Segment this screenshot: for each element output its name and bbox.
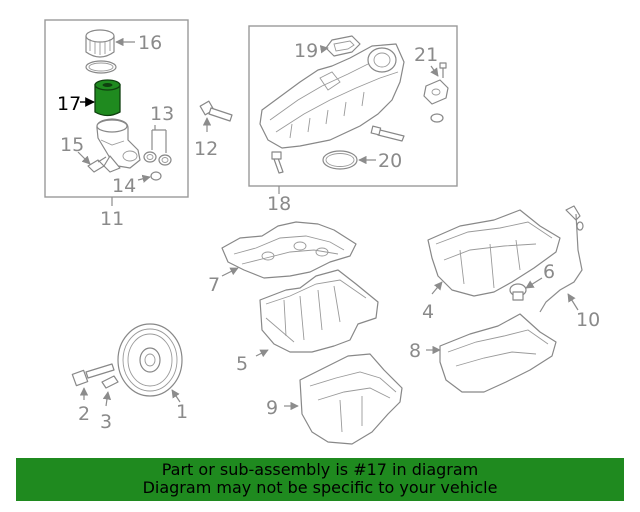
callout-1: 1 xyxy=(176,401,188,423)
part-1-crank-pulley[interactable] xyxy=(117,323,183,397)
callout-21: 21 xyxy=(414,44,438,66)
callout-15: 15 xyxy=(60,134,84,156)
callout-12: 12 xyxy=(194,138,218,160)
banner-line-2: Diagram may not be specific to your vehi… xyxy=(142,478,498,497)
callout-18: 18 xyxy=(267,193,291,215)
callout-19: 19 xyxy=(294,40,318,62)
part-3-key[interactable] xyxy=(101,375,119,389)
callout-20: 20 xyxy=(378,150,402,172)
callout-6: 6 xyxy=(543,261,555,283)
part-8-windage-tray[interactable] xyxy=(439,313,557,393)
group-box-18 xyxy=(248,25,458,187)
callout-17: 17 xyxy=(57,93,81,115)
part-17-oil-filter-element[interactable] xyxy=(94,79,121,117)
part-2-pulley-bolt[interactable] xyxy=(71,363,115,387)
part-10-dipstick-tube[interactable] xyxy=(539,205,584,313)
part-6-drain-plug[interactable] xyxy=(509,283,527,301)
callout-2: 2 xyxy=(78,403,90,425)
part-12-bolt[interactable] xyxy=(199,100,233,122)
callout-11: 11 xyxy=(100,208,124,230)
part-19-gasket[interactable] xyxy=(325,35,361,57)
callout-9: 9 xyxy=(266,397,278,419)
banner-line-1: Part or sub-assembly is #17 in diagram xyxy=(161,460,479,479)
part-15-sensor[interactable] xyxy=(87,156,107,173)
callout-7: 7 xyxy=(208,274,220,296)
bolt-small[interactable] xyxy=(439,62,447,78)
intake-manifold-group xyxy=(248,25,458,194)
part-21-sensor[interactable] xyxy=(423,79,449,123)
part-9-lower-oil-pan[interactable] xyxy=(299,353,403,445)
part-18-intake-manifold[interactable] xyxy=(259,43,405,149)
part-5-upper-oil-pan[interactable] xyxy=(259,269,379,353)
filter-housing-group xyxy=(44,19,189,206)
part-20-o-ring[interactable] xyxy=(322,150,358,170)
callout-3: 3 xyxy=(100,411,112,433)
info-banner: Part or sub-assembly is #17 in diagram D… xyxy=(16,458,624,501)
callout-4: 4 xyxy=(422,301,434,323)
callout-14: 14 xyxy=(112,175,136,197)
callout-5: 5 xyxy=(236,353,248,375)
group-box-11 xyxy=(44,19,189,198)
callout-10: 10 xyxy=(576,309,600,331)
parts-diagram: 16 17 13 15 14 11 12 19 21 20 18 7 5 9 4… xyxy=(44,19,600,445)
part-7-baffle[interactable] xyxy=(221,221,357,279)
manifold-bolts[interactable] xyxy=(271,125,405,174)
part-16-oil-filter-cap[interactable] xyxy=(85,29,115,58)
part-11-filter-housing[interactable] xyxy=(96,118,141,173)
callout-8: 8 xyxy=(409,340,421,362)
part-4-oil-pan[interactable] xyxy=(427,209,561,297)
callout-13: 13 xyxy=(150,103,174,125)
part-14-washer[interactable] xyxy=(150,171,162,181)
part-13-seals[interactable] xyxy=(143,151,172,166)
callout-16: 16 xyxy=(138,32,162,54)
